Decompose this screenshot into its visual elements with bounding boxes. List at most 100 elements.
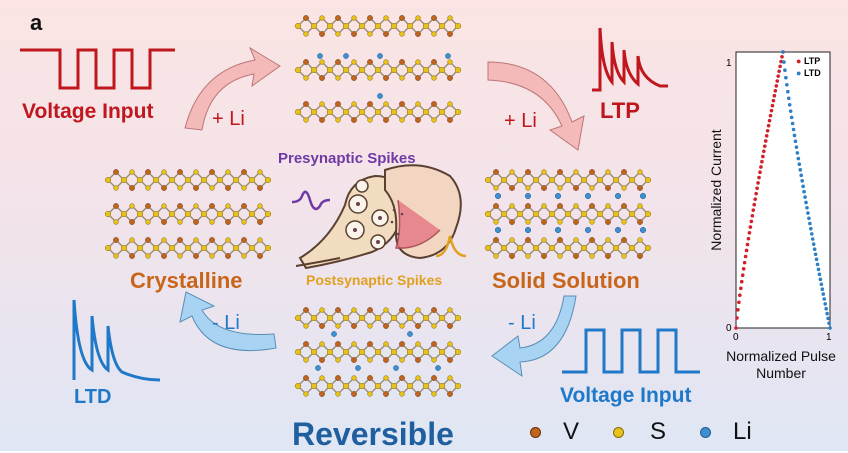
ltd-data-point — [786, 96, 791, 101]
ltp-data-point — [739, 286, 743, 291]
ltd-data-point — [813, 252, 818, 257]
ltd-data-point — [817, 272, 822, 277]
ltd-data-point — [818, 277, 823, 282]
ltd-data-point — [782, 60, 786, 64]
ltd-data-point — [811, 242, 816, 246]
ltd-data-point — [785, 83, 789, 87]
ltp-data-point — [765, 128, 770, 133]
ltd-data-point — [783, 68, 787, 72]
ltd-data-point — [797, 162, 802, 167]
ltd-data-point — [828, 326, 832, 330]
reversible-label: Reversible — [292, 416, 454, 452]
voltage-input-top-label: Voltage Input — [22, 100, 154, 123]
ltd-data-point — [806, 211, 810, 215]
ltp-data-point — [769, 108, 774, 113]
ltp-data-point — [745, 242, 750, 247]
plot-frame — [735, 51, 831, 329]
ltp-data-point — [737, 300, 741, 305]
panel-label: a — [30, 10, 43, 35]
s-atom-icon — [613, 426, 625, 438]
voltage-pulse-bottom — [562, 328, 700, 374]
arrow-bottom-left — [179, 291, 277, 352]
ltp-data-point — [762, 144, 767, 148]
ltp-data-point — [754, 191, 758, 196]
crystalline-label: Crystalline — [130, 268, 243, 293]
ltd-data-point — [827, 321, 831, 326]
ltp-data-point — [751, 208, 756, 212]
lattice-top — [294, 14, 462, 124]
ltp-data-point — [748, 225, 753, 229]
ltd-data-point — [809, 232, 814, 236]
arrow-top-right — [487, 61, 585, 151]
ltp-data-point — [756, 181, 760, 185]
ltp-spikes — [592, 27, 668, 92]
ltp-data-point — [770, 103, 775, 108]
ltd-data-point — [802, 189, 806, 194]
presynaptic-spike — [291, 190, 331, 211]
ltp-data-point — [777, 69, 781, 74]
postsynaptic-label: Postsynaptic Spikes — [306, 272, 443, 288]
plus-li-right-label: + Li — [504, 110, 537, 132]
y-tick-label: 1 — [726, 58, 732, 69]
ltd-data-point — [823, 302, 827, 306]
ltp-data-point — [763, 139, 768, 143]
voltage-pulse-top — [20, 48, 175, 90]
ltp-data-point — [774, 84, 779, 88]
chart-x-axis-label: Normalized Pulse Number — [726, 348, 836, 381]
ltp-data-point — [757, 175, 761, 180]
ltd-data-point — [791, 127, 796, 132]
ltp-data-point — [771, 98, 776, 103]
element-legend: V S Li — [530, 418, 752, 446]
ltp-data-point — [768, 113, 773, 118]
ltd-data-point — [815, 262, 820, 267]
ltd-data-point — [821, 292, 826, 296]
ltp-data-point — [772, 93, 777, 98]
ltd-data-point — [824, 306, 828, 311]
ltd-data-point — [789, 115, 794, 120]
ltd-data-point — [798, 168, 803, 172]
ltd-data-point — [786, 89, 790, 94]
ltp-label: LTP — [600, 98, 640, 123]
ltp-data-point — [734, 326, 738, 330]
ltp-data-point — [778, 64, 782, 69]
ltp-data-point — [766, 123, 771, 128]
ltd-data-point — [820, 287, 825, 292]
ltd-data-point — [810, 237, 815, 241]
ltd-data-point — [794, 145, 799, 149]
legend-v: V — [530, 418, 579, 446]
legend-s: S — [613, 418, 666, 446]
ltd-data-point — [796, 156, 801, 161]
ltp-data-point — [749, 219, 754, 224]
ltd-data-point — [803, 195, 807, 199]
ltd-data-point — [788, 109, 793, 113]
ltp-data-point — [743, 254, 748, 259]
x-tick-label: 1 — [826, 332, 832, 343]
ltd-data-point — [826, 316, 830, 321]
ltp-data-point — [759, 165, 763, 169]
ltp-data-point — [753, 197, 757, 201]
ltd-data-point — [793, 139, 798, 144]
ltd-data-point — [808, 221, 812, 226]
ltp-data-point — [742, 260, 747, 265]
ltp-data-point — [764, 134, 769, 138]
lattice-solid-solution — [484, 168, 652, 260]
ltp-data-point — [762, 149, 766, 154]
ltp-data-point — [735, 316, 739, 320]
ltp-data-point — [776, 74, 780, 78]
ltp-data-point — [738, 293, 742, 297]
ltp-data-point — [761, 154, 765, 159]
postsynaptic-spike — [435, 235, 467, 258]
ltd-data-point — [787, 102, 792, 107]
ltp-data-point — [779, 59, 783, 64]
voltage-input-bottom-label: Voltage Input — [560, 384, 692, 407]
ltd-data-point — [792, 133, 797, 138]
chart-legend: ● LTP ● LTD — [796, 55, 821, 79]
v-atom-icon — [530, 426, 541, 438]
ltd-data-point — [819, 282, 824, 287]
ltp-data-point — [736, 308, 740, 312]
ltp-data-point — [752, 202, 757, 207]
ltp-data-point — [746, 236, 751, 241]
legend-item-ltd: ● LTD — [796, 68, 821, 78]
